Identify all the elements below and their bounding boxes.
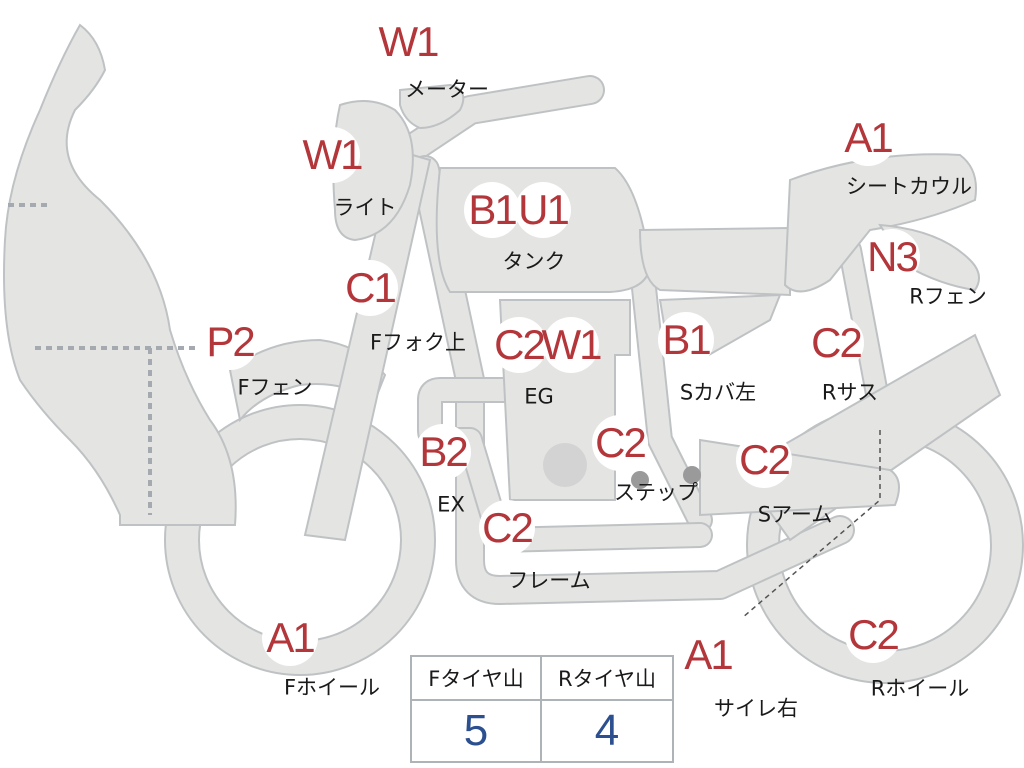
part-label-tank: タンク	[502, 249, 566, 274]
part-label-fork-upper: Fフォク上	[369, 330, 467, 355]
condition-code-light: W1	[302, 131, 364, 178]
step-peg-shape	[631, 471, 649, 489]
badge-bg-rear-suspension	[808, 315, 864, 371]
badge-bg-engine	[543, 317, 599, 373]
badge-bg-muffler-right	[680, 627, 736, 683]
condition-code-exhaust: B2	[419, 428, 468, 475]
badge-bg-swing-arm	[736, 432, 792, 488]
part-label-front-fender: Fフェン	[237, 375, 313, 400]
badge-bg-frame	[479, 500, 535, 556]
rear-tire-value: 4	[594, 706, 620, 755]
condition-code-tank: U1	[518, 186, 570, 233]
condition-code-rear-fender: N3	[867, 233, 919, 280]
condition-code-muffler-right: A1	[684, 631, 733, 678]
part-label-rear-suspension: Rサス	[821, 380, 879, 405]
badge-bg-light	[304, 127, 360, 183]
part-label-seat-cowl: シートカウル	[846, 174, 972, 199]
condition-code-fork-upper: C1	[345, 264, 397, 311]
condition-code-swing-arm: C2	[739, 436, 791, 483]
fairing-shape	[3, 23, 237, 526]
badge-bg-meter	[380, 14, 436, 70]
condition-code-rear-suspension: C2	[811, 319, 863, 366]
badge-bg-tank	[464, 182, 520, 238]
part-label-engine: EG	[524, 384, 554, 409]
condition-code-engine: W1	[541, 321, 603, 368]
front-tire-header: Fタイヤ山	[412, 657, 542, 701]
tire-tread-table: Fタイヤ山 Rタイヤ山 5 4	[410, 655, 674, 763]
badge-bg-step	[592, 415, 648, 471]
part-label-step: ステップ	[614, 480, 698, 505]
part-label-frame: フレーム	[507, 568, 591, 593]
badge-bg-front-fender	[202, 314, 258, 370]
badge-bg-exhaust	[415, 424, 471, 480]
front-fork-shape	[303, 148, 432, 542]
condition-code-tank: B1	[468, 186, 517, 233]
condition-code-engine: C2	[494, 321, 546, 368]
part-label-muffler-right: サイレ右	[714, 696, 798, 721]
part-label-front-wheel: Fホイール	[283, 675, 381, 700]
badge-bg-rear-fender	[864, 229, 920, 285]
badge-bg-tank	[515, 182, 571, 238]
part-label-swing-arm: Sアーム	[757, 502, 833, 527]
badge-bg-rear-wheel	[845, 607, 901, 663]
meter-shape	[399, 83, 465, 130]
rear-tire-header: Rタイヤ山	[542, 657, 672, 701]
seat-shape	[638, 226, 791, 297]
part-label-rear-fender: Rフェン	[909, 284, 987, 309]
badge-bg-seat-cowl	[840, 110, 896, 166]
badge-bg-side-cover-left	[658, 312, 714, 368]
badge-bg-fork-upper	[342, 260, 398, 316]
part-label-meter: メーター	[405, 77, 489, 102]
engine-cover-shape	[543, 443, 587, 487]
part-label-rear-wheel: Rホイール	[870, 676, 970, 701]
front-tire-value: 5	[412, 701, 542, 761]
condition-code-step: C2	[595, 419, 647, 466]
condition-code-front-wheel: A1	[266, 614, 315, 661]
badge-bg-engine	[491, 317, 547, 373]
part-label-light: ライト	[333, 195, 397, 220]
part-label-exhaust: EX	[437, 492, 465, 517]
condition-code-frame: C2	[482, 504, 534, 551]
condition-code-seat-cowl: A1	[844, 114, 893, 161]
condition-code-front-fender: P2	[206, 318, 255, 365]
condition-code-meter: W1	[378, 18, 440, 65]
part-label-side-cover-left: Sカバ左	[679, 380, 757, 405]
badge-bg-front-wheel	[262, 610, 318, 666]
condition-code-side-cover-left: B1	[662, 316, 711, 363]
condition-code-rear-wheel: C2	[848, 611, 900, 658]
